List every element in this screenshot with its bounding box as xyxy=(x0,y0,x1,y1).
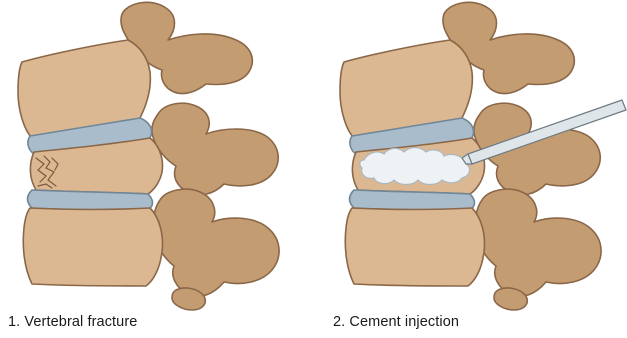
intervertebral-disc-lower xyxy=(28,190,153,210)
articular-process-bottom xyxy=(475,189,601,296)
caption-vertebral-fracture: 1. Vertebral fracture xyxy=(8,314,137,330)
caption-cement-injection: 2. Cement injection xyxy=(333,314,459,330)
articular-process-middle xyxy=(152,103,278,195)
articular-process-bottom xyxy=(153,189,279,296)
vertebral-bodies xyxy=(18,40,163,286)
panel-vertebral-fracture xyxy=(18,2,279,310)
vertebral-body-lower xyxy=(345,208,484,286)
vertebral-body-lower xyxy=(23,208,162,286)
intervertebral-disc-lower xyxy=(350,190,475,210)
panel-cement-injection xyxy=(340,2,626,310)
